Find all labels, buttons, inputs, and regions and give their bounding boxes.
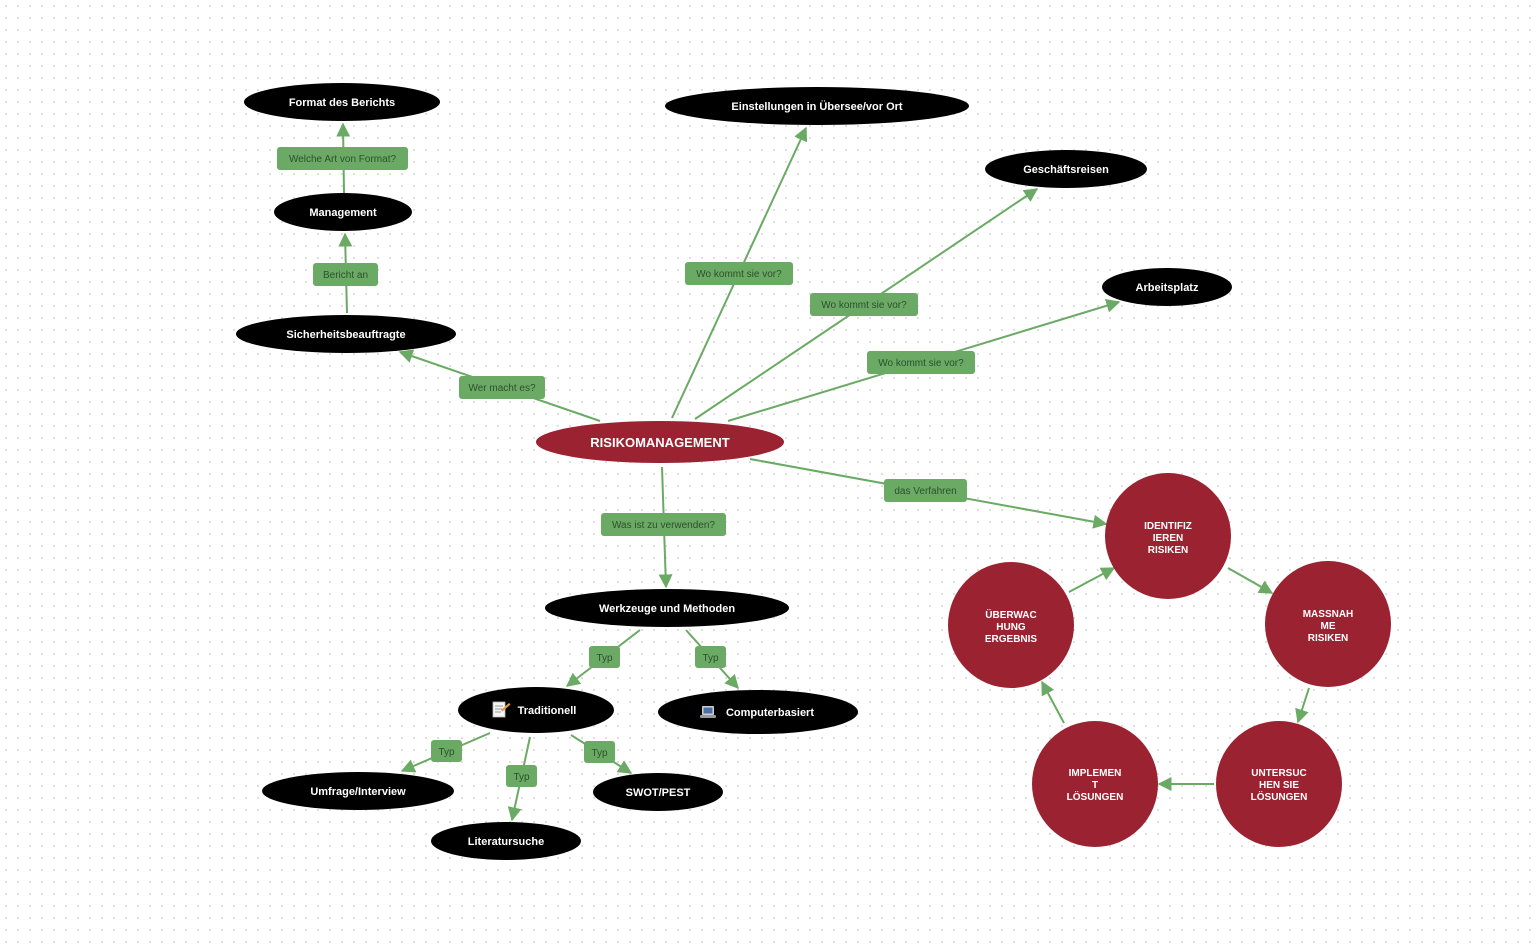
edge-label-verfahren-text: das Verfahren bbox=[894, 486, 956, 497]
node-einstellungen[interactable]: Einstellungen in Übersee/vor Ort bbox=[665, 87, 969, 125]
node-central-label: RISIKOMANAGEMENT bbox=[590, 435, 729, 450]
edge-label-wo-3-text: Wo kommt sie vor? bbox=[878, 358, 964, 369]
node-format-label: Format des Berichts bbox=[289, 97, 395, 109]
edge-label-wer-macht: Wer macht es? bbox=[459, 376, 545, 399]
cycle-identifizieren-line-2: IEREN bbox=[1153, 533, 1184, 544]
cycle-node-identifizieren[interactable]: IDENTIFIZ IEREN RISIKEN bbox=[1105, 473, 1231, 599]
edge-label-bericht-an-text: Bericht an bbox=[323, 270, 368, 281]
cycle-untersuchen-line-2: HEN SIE bbox=[1259, 780, 1299, 791]
edge-label-wer-macht-text: Wer macht es? bbox=[468, 383, 535, 394]
node-traditionell[interactable]: Traditionell bbox=[458, 687, 614, 733]
edge-label-wo-1: Wo kommt sie vor? bbox=[685, 262, 793, 285]
cycle-ueberwachung-line-2: HUNG bbox=[996, 622, 1026, 633]
laptop-icon bbox=[700, 706, 716, 718]
edge-label-typ-swot-text: Typ bbox=[591, 748, 608, 759]
node-sicherheit-label: Sicherheitsbeauftragte bbox=[286, 329, 405, 341]
node-literatur[interactable]: Literatursuche bbox=[431, 822, 581, 860]
nodes: Format des Berichts Management Sicherhei… bbox=[236, 83, 1232, 860]
node-umfrage[interactable]: Umfrage/Interview bbox=[262, 772, 454, 810]
connector-cycle-4 bbox=[1041, 680, 1065, 724]
cycle-node-massnahme[interactable]: MASSNAH ME RISIKEN bbox=[1265, 561, 1391, 687]
connector-cycle-1 bbox=[1227, 567, 1274, 594]
cycle-implement-line-1: IMPLEMEN bbox=[1069, 768, 1122, 779]
cycle-untersuchen-line-3: LÖSUNGEN bbox=[1251, 790, 1308, 803]
edge-label-format-art-text: Welche Art von Format? bbox=[289, 154, 397, 165]
node-werkzeuge[interactable]: Werkzeuge und Methoden bbox=[545, 589, 789, 627]
process-cycle: IDENTIFIZ IEREN RISIKEN MASSNAH ME RISIK… bbox=[948, 473, 1391, 847]
node-management-label: Management bbox=[309, 207, 377, 219]
edge-label-wo-2: Wo kommt sie vor? bbox=[810, 293, 918, 316]
cycle-ueberwachung-line-3: ERGEBNIS bbox=[985, 634, 1038, 645]
node-sicherheit[interactable]: Sicherheitsbeauftragte bbox=[236, 315, 456, 353]
edge-label-typ-comp: Typ bbox=[695, 646, 726, 668]
node-format[interactable]: Format des Berichts bbox=[244, 83, 440, 121]
node-reisen-label: Geschäftsreisen bbox=[1023, 164, 1109, 176]
edge-label-typ-trad-text: Typ bbox=[596, 653, 613, 664]
edge-label-typ-comp-text: Typ bbox=[702, 653, 719, 664]
edge-label-format-art: Welche Art von Format? bbox=[277, 147, 408, 170]
node-traditionell-label: Traditionell bbox=[518, 705, 577, 717]
node-werkzeuge-label: Werkzeuge und Methoden bbox=[599, 603, 735, 615]
node-reisen[interactable]: Geschäftsreisen bbox=[985, 150, 1147, 188]
node-computer-label: Computerbasiert bbox=[726, 707, 814, 719]
connector-cycle-2 bbox=[1295, 687, 1310, 724]
edge-label-wo-3: Wo kommt sie vor? bbox=[867, 351, 975, 374]
edge-label-typ-literatur: Typ bbox=[506, 765, 537, 787]
cycle-identifizieren-line-1: IDENTIFIZ bbox=[1144, 521, 1192, 532]
node-einstellungen-label: Einstellungen in Übersee/vor Ort bbox=[731, 100, 902, 113]
edge-label-typ-literatur-text: Typ bbox=[513, 772, 530, 783]
cycle-massnahme-line-3: RISIKEN bbox=[1308, 633, 1349, 644]
edge-label-wo-2-text: Wo kommt sie vor? bbox=[821, 300, 907, 311]
node-management[interactable]: Management bbox=[274, 193, 412, 231]
node-swot-label: SWOT/PEST bbox=[626, 787, 691, 799]
edge-label-was-verwenden: Was ist zu verwenden? bbox=[601, 513, 726, 536]
edge-label-was-verwenden-text: Was ist zu verwenden? bbox=[612, 520, 715, 531]
edge-label-typ-umfrage: Typ bbox=[431, 740, 462, 762]
node-arbeitsplatz[interactable]: Arbeitsplatz bbox=[1102, 268, 1232, 306]
cycle-untersuchen-line-1: UNTERSUC bbox=[1251, 768, 1307, 779]
cycle-node-untersuchen[interactable]: UNTERSUC HEN SIE LÖSUNGEN bbox=[1216, 721, 1342, 847]
cycle-massnahme-line-1: MASSNAH bbox=[1303, 609, 1354, 620]
edge-label-typ-swot: Typ bbox=[584, 741, 615, 763]
edge-label-typ-trad: Typ bbox=[589, 646, 620, 668]
connector-cycle-5 bbox=[1068, 567, 1116, 593]
cycle-massnahme-line-2: ME bbox=[1321, 621, 1336, 632]
node-literatur-label: Literatursuche bbox=[468, 836, 544, 848]
cycle-implement-line-2: T bbox=[1092, 780, 1098, 791]
node-arbeitsplatz-label: Arbeitsplatz bbox=[1136, 282, 1199, 294]
edge-label-typ-umfrage-text: Typ bbox=[438, 747, 455, 758]
edge-label-bericht-an: Bericht an bbox=[313, 263, 378, 286]
document-icon bbox=[492, 701, 511, 718]
edge-label-wo-1-text: Wo kommt sie vor? bbox=[696, 269, 782, 280]
node-central[interactable]: RISIKOMANAGEMENT bbox=[536, 421, 784, 463]
cycle-node-implement[interactable]: IMPLEMEN T LÖSUNGEN bbox=[1032, 721, 1158, 847]
cycle-implement-line-3: LÖSUNGEN bbox=[1067, 790, 1124, 803]
cycle-ueberwachung-line-1: ÜBERWAC bbox=[985, 608, 1036, 621]
cycle-node-ueberwachung[interactable]: ÜBERWAC HUNG ERGEBNIS bbox=[948, 562, 1074, 688]
node-computer[interactable]: Computerbasiert bbox=[658, 690, 858, 734]
cycle-identifizieren-line-3: RISIKEN bbox=[1148, 545, 1189, 556]
node-umfrage-label: Umfrage/Interview bbox=[310, 786, 406, 798]
edge-label-verfahren: das Verfahren bbox=[884, 479, 967, 502]
node-swot[interactable]: SWOT/PEST bbox=[593, 773, 723, 811]
edge-labels: Welche Art von Format? Bericht an Wer ma… bbox=[277, 147, 975, 787]
